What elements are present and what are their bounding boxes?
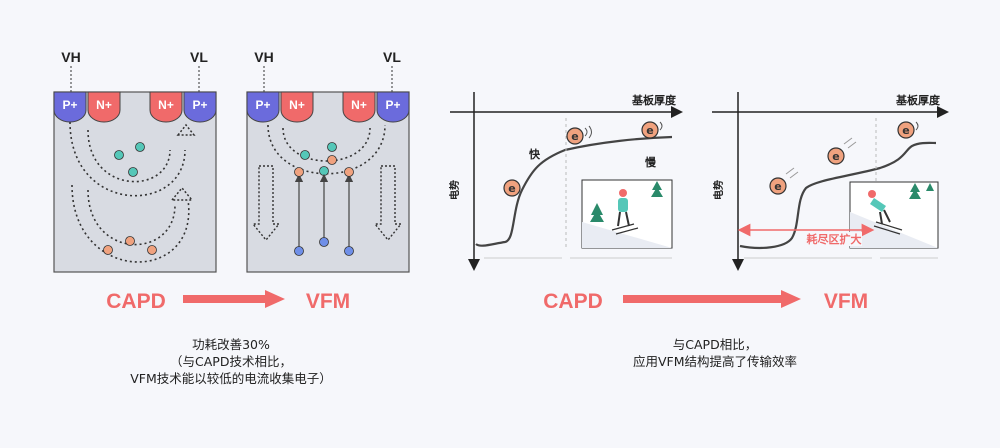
x-axis-label: 基板厚度	[895, 93, 941, 107]
vl-label: VL	[383, 49, 401, 65]
p-plus-label: P+	[62, 98, 77, 112]
vh-label: VH	[254, 49, 273, 65]
left-caption: 功耗改善30% （与CAPD技术相比， VFM技术能以较低的电流收集电子）	[96, 336, 366, 387]
electron-dot	[147, 245, 157, 255]
hole-dot	[135, 142, 145, 152]
capd-potential-graph: 基板厚度 电势 e e e 快 慢	[448, 92, 683, 271]
electron-icon: e	[566, 125, 592, 145]
p-plus-well	[376, 91, 410, 123]
n-plus-well	[280, 91, 314, 123]
skier-fast-icon	[849, 181, 939, 249]
electron-dot	[294, 167, 304, 177]
p-plus-well	[53, 91, 87, 123]
svg-text:e: e	[508, 182, 515, 195]
svg-text:e: e	[902, 124, 909, 137]
transition-arrow-shaft	[183, 295, 265, 303]
transition-arrow-shaft	[623, 295, 781, 303]
electron-icon: e	[827, 137, 857, 165]
vfm-device: VH VL P+ N+ N+ P+	[246, 49, 410, 273]
p-plus-label: P+	[385, 98, 400, 112]
current-path	[282, 127, 371, 162]
y-axis-label: 电势	[712, 180, 725, 200]
right-caption: 与CAPD相比， 应用VFM结构提高了传输效率	[580, 336, 850, 370]
svg-text:e: e	[646, 124, 653, 137]
capd-label: CAPD	[106, 290, 166, 313]
vfm-potential-graph: 基板厚度 电势 e e e	[712, 92, 949, 271]
slow-label: 慢	[645, 155, 657, 169]
depletion-label: 耗尽区扩大	[807, 232, 862, 246]
electron-icon: e	[769, 167, 799, 195]
left-transition: CAPD VFM	[106, 290, 350, 313]
n-plus-label: N+	[289, 98, 305, 112]
hole-dot	[327, 142, 337, 152]
fast-label: 快	[528, 147, 541, 161]
left-caption-line: 功耗改善30%	[192, 337, 270, 352]
right-transition: CAPD VFM	[543, 290, 868, 313]
capd-label: CAPD	[543, 290, 603, 313]
svg-text:e: e	[571, 130, 578, 143]
p-plus-label: P+	[255, 98, 270, 112]
current-path	[69, 121, 186, 197]
arrow-head-icon	[170, 186, 194, 201]
hole-dot	[300, 150, 310, 160]
electron-icon: e	[897, 121, 919, 139]
electron-icon: e	[503, 179, 521, 197]
vfm-label: VFM	[306, 290, 350, 313]
left-caption-line: （与CAPD技术相比，	[170, 354, 292, 369]
hole-dot	[128, 167, 138, 177]
n-plus-well	[149, 91, 183, 123]
right-caption-line: 与CAPD相比，	[672, 337, 758, 352]
arrow-right-icon	[265, 290, 285, 308]
n-plus-well	[87, 91, 121, 123]
x-axis-label: 基板厚度	[631, 93, 677, 107]
p-plus-well	[246, 91, 280, 123]
potential-curve	[739, 141, 937, 249]
skier-slow-icon	[581, 179, 673, 249]
svg-text:e: e	[774, 180, 781, 193]
n-plus-label: N+	[158, 98, 174, 112]
n-plus-well	[342, 91, 376, 123]
p-plus-well	[183, 91, 217, 123]
electron-dot	[344, 167, 354, 177]
depletion-label-bg	[806, 232, 862, 246]
svg-text:e: e	[832, 150, 839, 163]
electron-dot	[125, 236, 135, 246]
arrow-down-icon	[251, 165, 281, 242]
electron-icon: e	[641, 121, 663, 139]
n-plus-label: N+	[96, 98, 112, 112]
arrow-down-icon	[373, 165, 403, 242]
arrow-head-icon	[176, 123, 196, 136]
arrow-right-icon	[781, 290, 801, 308]
right-caption-line: 应用VFM结构提高了传输效率	[632, 354, 798, 369]
capd-device: VH VL P+ N+ N+ P+	[53, 49, 217, 273]
vl-label: VL	[190, 49, 208, 65]
n-plus-label: N+	[351, 98, 367, 112]
left-caption-line: VFM技术能以较低的电流收集电子）	[130, 371, 332, 386]
electron-dot	[327, 155, 337, 165]
vh-label: VH	[61, 49, 80, 65]
current-path	[71, 184, 190, 263]
electron-dot	[103, 245, 113, 255]
y-axis-label: 电势	[448, 180, 461, 200]
hole-dot	[114, 150, 124, 160]
charge-dot	[344, 246, 354, 256]
charge-dot	[319, 237, 329, 247]
potential-curve	[475, 135, 673, 247]
charge-dot	[294, 246, 304, 256]
hole-dot	[319, 166, 329, 176]
vfm-label: VFM	[824, 290, 868, 313]
p-plus-label: P+	[192, 98, 207, 112]
current-path	[87, 129, 171, 183]
